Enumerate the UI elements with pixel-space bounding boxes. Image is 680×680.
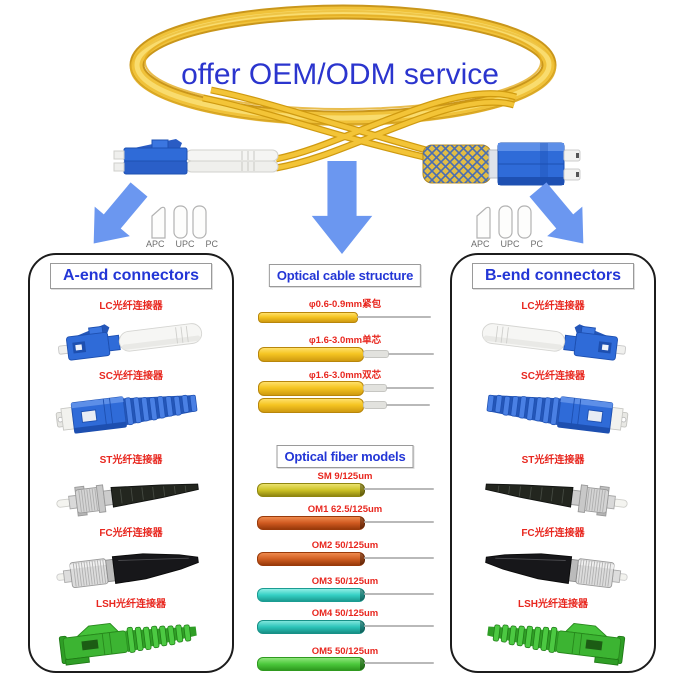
cable-coil xyxy=(129,4,557,126)
fiber-models-title: Optical fiber models xyxy=(276,445,414,468)
fiber-model-label: OM5 50/125um xyxy=(311,646,379,657)
a-end-panel-title: A-end connectors xyxy=(49,263,212,289)
polish-type-icons-right xyxy=(476,205,532,239)
st-connector-image xyxy=(469,458,636,531)
fiber-model-om4 xyxy=(245,620,445,634)
connector-label: FC光纤连接器 xyxy=(521,528,585,539)
fiber-model-label: OM1 62.5/125um xyxy=(307,504,383,515)
connector-label: LC光纤连接器 xyxy=(99,301,163,312)
fiber-model-label: OM4 50/125um xyxy=(311,608,379,619)
b-end-panel: B-end connectors LC光纤连接器 SC光纤连接器 ST光纤连接器… xyxy=(450,253,656,673)
fiber-model-om1 xyxy=(245,516,445,530)
fiber-model-om3 xyxy=(245,588,445,602)
polish-type-label: UPC xyxy=(175,239,195,249)
fc-connector-image xyxy=(469,531,636,604)
connector-label: LC光纤连接器 xyxy=(521,301,585,312)
connector-label: SC光纤连接器 xyxy=(99,371,163,382)
fc-connector-image xyxy=(47,531,214,604)
polish-type-label: PC xyxy=(530,239,543,249)
cable-structure-single-core xyxy=(245,347,445,362)
cable-structure-tight-buffer xyxy=(245,312,445,323)
connector-item-lc: LC光纤连接器 xyxy=(30,297,232,368)
connector-item-fc: FC光纤连接器 xyxy=(30,524,232,595)
middle-column: Optical cable structure φ0.6-0.9mm紧包 φ1.… xyxy=(245,253,445,680)
connector-item-fc: FC光纤连接器 xyxy=(452,524,654,595)
connector-label: FC光纤连接器 xyxy=(99,528,163,539)
fiber-model-om5 xyxy=(245,657,445,671)
connector-item-lsh: LSH光纤连接器 xyxy=(452,595,654,666)
polish-type-labels-right: APC UPC PC xyxy=(471,239,543,249)
st-connector-image xyxy=(47,458,214,531)
polish-type-label: UPC xyxy=(500,239,520,249)
fiber-model-om2 xyxy=(245,552,445,566)
fiber-model-label: OM3 50/125um xyxy=(311,576,379,587)
connector-label: ST光纤连接器 xyxy=(521,455,585,466)
sc-connector-image xyxy=(47,374,214,447)
down-arrow-middle xyxy=(311,161,373,254)
lc-duplex-connector-photo xyxy=(113,139,279,175)
polish-type-icons-left xyxy=(151,205,207,239)
banner-title: offer OEM/ODM service xyxy=(181,58,499,91)
patch-cable-illustration xyxy=(76,4,601,255)
sc-duplex-connector-photo xyxy=(422,142,581,186)
cable-structure-duplex-core xyxy=(245,381,445,413)
fiber-model-label: OM2 50/125um xyxy=(311,540,379,551)
down-arrow-left xyxy=(76,174,157,255)
lsh-connector-image xyxy=(469,602,636,675)
connector-item-lc: LC光纤连接器 xyxy=(452,297,654,368)
fiber-model-sm xyxy=(245,483,445,497)
polish-type-labels-left: APC UPC PC xyxy=(146,239,218,249)
connector-label: SC光纤连接器 xyxy=(521,371,585,382)
cable-structure-label: φ1.6-3.0mm双芯 xyxy=(308,370,382,381)
cable-strands xyxy=(202,86,517,172)
fiber-model-label: SM 9/125um xyxy=(317,471,373,482)
polish-type-label: APC xyxy=(146,239,165,249)
cable-structure-title: Optical cable structure xyxy=(268,264,422,287)
polish-type-label: PC xyxy=(205,239,218,249)
a-end-panel: A-end connectors LC光纤连接器 SC光纤连接器 ST光纤连接器… xyxy=(28,253,234,673)
connector-label: LSH光纤连接器 xyxy=(518,599,588,610)
connector-item-sc: SC光纤连接器 xyxy=(452,367,654,438)
cable-structure-label: φ0.6-0.9mm紧包 xyxy=(308,299,382,310)
lsh-connector-image xyxy=(47,602,214,675)
connector-label: LSH光纤连接器 xyxy=(96,599,166,610)
b-end-panel-title: B-end connectors xyxy=(471,263,634,289)
cable-structure-label: φ1.6-3.0mm单芯 xyxy=(308,335,382,346)
connector-item-sc: SC光纤连接器 xyxy=(30,367,232,438)
connector-item-st: ST光纤连接器 xyxy=(30,451,232,522)
sc-connector-image xyxy=(469,374,636,447)
connector-label: ST光纤连接器 xyxy=(99,455,163,466)
polish-type-label: APC xyxy=(471,239,490,249)
connector-item-st: ST光纤连接器 xyxy=(452,451,654,522)
connector-item-lsh: LSH光纤连接器 xyxy=(30,595,232,666)
